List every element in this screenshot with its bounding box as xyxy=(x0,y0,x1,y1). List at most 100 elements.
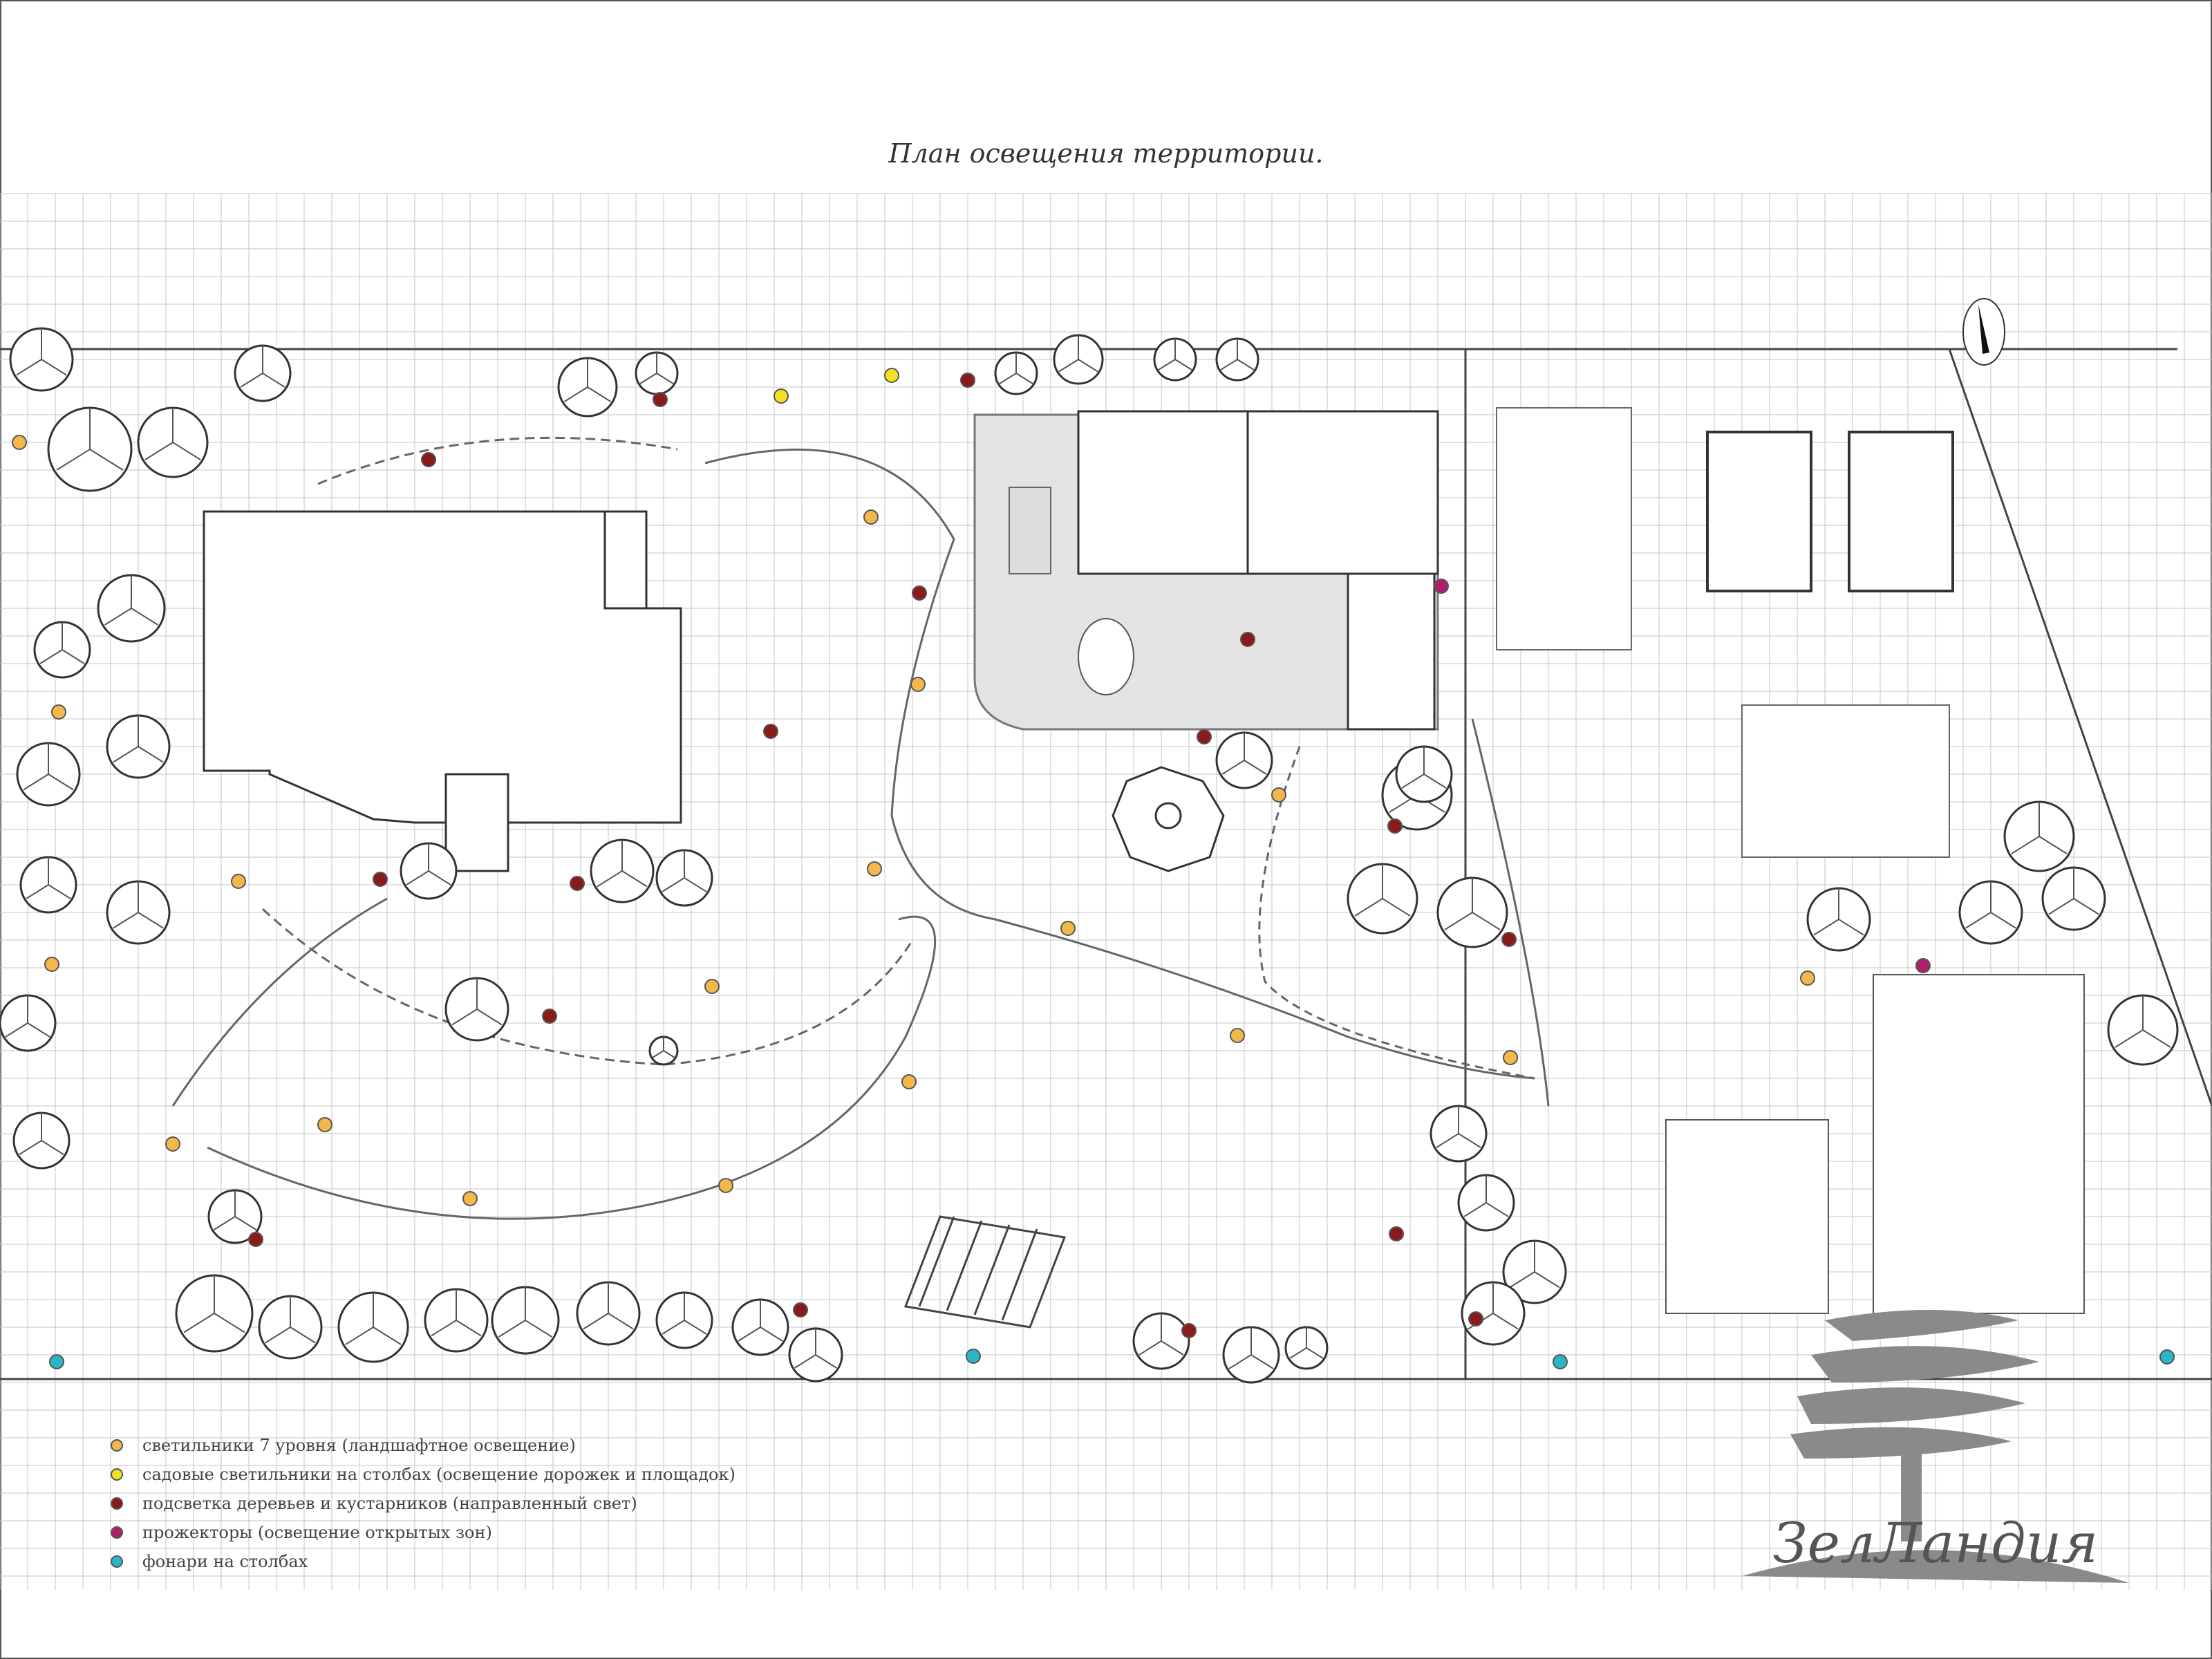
company-logo: ЗелЛандия xyxy=(1742,1310,2129,1583)
legend-dot-yellow xyxy=(111,1468,123,1481)
tree xyxy=(1347,863,1418,935)
light-fixture xyxy=(12,435,27,450)
tree xyxy=(258,1295,323,1360)
light-fixture xyxy=(317,1117,332,1132)
gazebo xyxy=(1112,766,1225,872)
tree xyxy=(337,1291,409,1363)
tree xyxy=(557,357,618,418)
light-fixture xyxy=(373,872,388,887)
tree xyxy=(207,1189,263,1244)
legend: светильники 7 уровня (ландшафтное освеще… xyxy=(111,1431,735,1576)
tree xyxy=(1395,745,1453,803)
garage xyxy=(1077,410,1439,575)
light-fixture xyxy=(49,1354,64,1369)
light-fixture xyxy=(44,957,59,972)
tree xyxy=(576,1281,641,1346)
light-fixture xyxy=(1271,787,1286,803)
light-fixture xyxy=(1503,1050,1518,1065)
light-fixture xyxy=(165,1136,180,1152)
tree xyxy=(1806,887,1871,952)
light-fixture xyxy=(2159,1349,2175,1365)
light-fixture xyxy=(1240,632,1255,647)
tree xyxy=(1215,731,1273,789)
tree xyxy=(175,1274,254,1353)
light-fixture xyxy=(421,452,436,467)
tree xyxy=(424,1288,489,1353)
tree xyxy=(9,327,74,392)
tree xyxy=(106,714,171,779)
tree xyxy=(1053,334,1104,385)
light-fixture xyxy=(542,1009,557,1024)
legend-label: садовые светильники на столбах (освещени… xyxy=(142,1465,735,1484)
tree xyxy=(19,856,77,914)
light-fixture xyxy=(966,1349,981,1364)
legend-item: светильники 7 уровня (ландшафтное освеще… xyxy=(111,1431,735,1460)
tree xyxy=(731,1298,789,1356)
tree xyxy=(648,1035,679,1066)
light-fixture xyxy=(718,1178,733,1193)
tree xyxy=(1284,1326,1329,1370)
legend-dot-orange xyxy=(111,1439,123,1452)
light-fixture xyxy=(1915,958,1931,973)
tree xyxy=(234,344,292,402)
light-fixture xyxy=(763,724,778,739)
trees xyxy=(0,327,2179,1384)
light-fixture xyxy=(863,509,879,525)
light-fixtures xyxy=(12,368,2175,1369)
tree xyxy=(1430,1105,1488,1163)
tree xyxy=(16,742,81,807)
legend-item: подсветка деревьев и кустарников (направ… xyxy=(111,1489,735,1518)
light-fixture xyxy=(793,1302,808,1318)
light-fixture xyxy=(1553,1354,1568,1369)
tree xyxy=(788,1327,843,1382)
tree xyxy=(1153,337,1197,382)
tree xyxy=(655,849,713,907)
light-fixture xyxy=(231,874,246,889)
light-fixture xyxy=(884,368,899,383)
light-fixture xyxy=(1387,818,1403,834)
tree xyxy=(1215,337,1259,382)
light-fixture xyxy=(51,704,66,720)
legend-label: прожекторы (освещение открытых зон) xyxy=(142,1523,492,1542)
plan-title: План освещения территории. xyxy=(888,138,1324,169)
tree xyxy=(1502,1239,1567,1304)
paths xyxy=(171,436,1550,1220)
legend-item: садовые светильники на столбах (освещени… xyxy=(111,1460,735,1489)
tree xyxy=(0,994,57,1052)
tree xyxy=(2041,866,2106,931)
tree xyxy=(12,1112,71,1170)
light-fixture xyxy=(570,876,585,891)
light-fixture xyxy=(248,1232,263,1247)
north-arrow-icon xyxy=(1962,298,2005,366)
light-fixture xyxy=(867,861,882,877)
tree xyxy=(1132,1312,1190,1370)
tree xyxy=(1436,877,1508,948)
legend-dot-red xyxy=(111,1497,123,1510)
tree xyxy=(2107,994,2179,1066)
house xyxy=(203,510,682,872)
light-fixture xyxy=(912,585,927,601)
light-fixture xyxy=(901,1074,917,1089)
legend-label: светильники 7 уровня (ландшафтное освеще… xyxy=(142,1436,576,1455)
tree xyxy=(33,621,91,679)
tree xyxy=(491,1286,560,1355)
light-fixture xyxy=(1060,921,1076,936)
tree xyxy=(444,977,509,1042)
logo-text: ЗелЛандия xyxy=(1773,1511,2098,1575)
light-fixture xyxy=(462,1191,478,1206)
legend-item: прожекторы (освещение открытых зон) xyxy=(111,1518,735,1547)
legend-label: подсветка деревьев и кустарников (направ… xyxy=(142,1494,637,1513)
terrace xyxy=(973,410,1439,731)
light-fixture xyxy=(960,373,975,388)
light-fixture xyxy=(1800,971,1815,986)
light-fixture xyxy=(1181,1323,1197,1338)
greenhouses xyxy=(1496,407,2085,1314)
tree xyxy=(47,406,133,492)
light-fixture xyxy=(774,388,789,404)
boundary-diagonal xyxy=(1948,348,2212,1107)
legend-label: фонари на столбах xyxy=(142,1552,308,1571)
tree xyxy=(400,842,458,900)
legend-item: фонари на столбах xyxy=(111,1547,735,1576)
tree xyxy=(1222,1326,1280,1384)
